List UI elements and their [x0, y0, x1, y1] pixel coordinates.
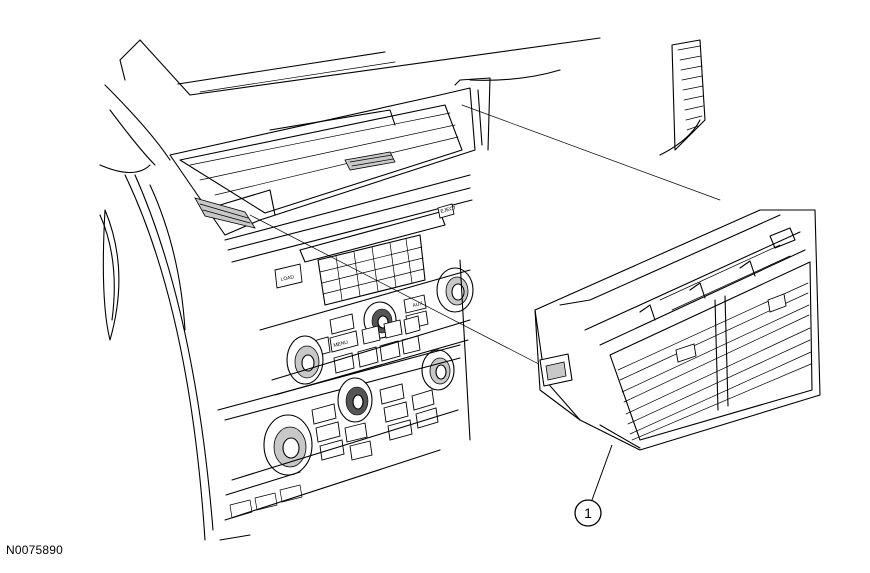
dashboard-outline: [99, 37, 701, 541]
figure-id-label: N0075890: [6, 543, 63, 557]
callout-1: 1: [574, 444, 613, 527]
preset-button-grid: [317, 234, 426, 306]
right-lower-knob: [421, 349, 455, 391]
menu-button-label: MENU: [333, 339, 349, 348]
callout-1-circle: [574, 499, 602, 527]
aux-button-label: AUX: [412, 300, 424, 308]
callout-1-number: 1: [584, 505, 592, 521]
center-register-vent-assembly: [534, 209, 821, 451]
control-panel: EJECT LOAD: [224, 174, 474, 396]
alignment-lines: [249, 104, 721, 376]
eject-button-label: EJECT: [440, 205, 457, 215]
load-button-label: LOAD: [280, 274, 295, 283]
left-control-knob: [286, 335, 324, 385]
climate-panel: [217, 259, 471, 541]
control-buttons: MENU AUX: [309, 294, 429, 374]
side-vent-grille: [671, 39, 706, 151]
vent-opening: [169, 77, 491, 236]
